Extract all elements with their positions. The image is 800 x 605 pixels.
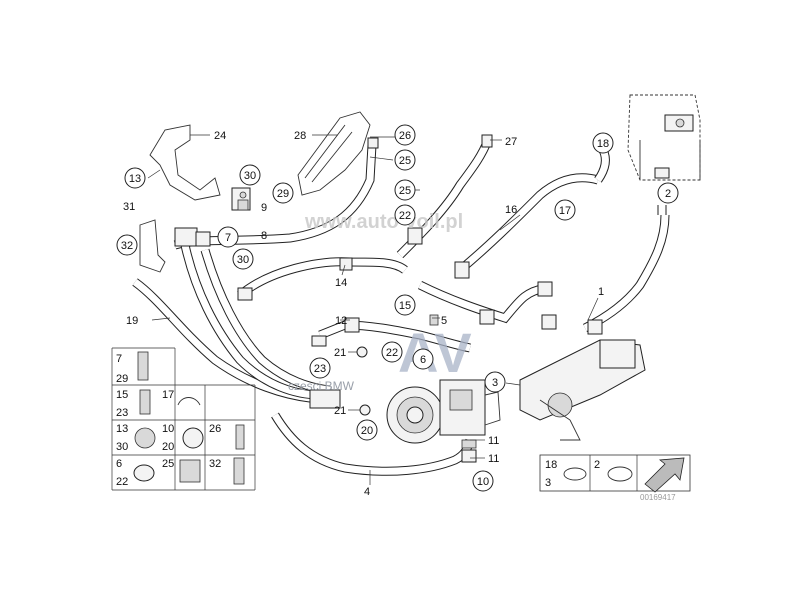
legend-25: 25	[162, 458, 174, 470]
hardware-legend: 7 29 15 23 17 13 30 10 20 26 6 22 25 32	[111, 347, 256, 491]
svg-text:30: 30	[244, 170, 256, 182]
legend-22: 22	[116, 476, 128, 488]
label-14: 14	[335, 277, 347, 289]
watermark-small-text: czesci BMW	[288, 379, 355, 393]
svg-text:22: 22	[399, 210, 411, 222]
watermark: www.auto-voil.pl AV czesci BMW	[288, 211, 472, 393]
watermark-site-text: www.auto-voil.pl	[304, 211, 463, 233]
label-11-upper: 11	[488, 435, 499, 447]
legend-17: 17	[162, 389, 174, 401]
bracket-24	[149, 124, 221, 201]
legend-32: 32	[209, 458, 221, 470]
watermark-logo: AV	[398, 321, 472, 384]
callout-10: 10	[472, 470, 494, 492]
label-16: 16	[505, 204, 517, 216]
callout-6: 6	[412, 348, 434, 370]
legend-6: 6	[116, 458, 122, 470]
callout-18: 18	[592, 132, 614, 154]
callout-17: 17	[554, 199, 576, 221]
legend-20: 20	[162, 441, 174, 453]
callout-30-mid: 30	[232, 248, 254, 270]
svg-text:2: 2	[665, 188, 671, 200]
callout-23: 23	[309, 357, 331, 379]
callout-32: 32	[116, 234, 138, 256]
callout-3: 3	[484, 371, 506, 393]
legend-15: 15	[116, 389, 128, 401]
legend-7: 7	[116, 353, 122, 365]
label-12: 12	[335, 315, 347, 327]
legend-10: 10	[162, 423, 174, 435]
label-11-lower: 11	[488, 453, 499, 465]
image-number: 00169417	[640, 493, 676, 502]
svg-text:15: 15	[399, 300, 411, 312]
reservoir	[627, 94, 701, 181]
power-steering-pump	[386, 379, 501, 444]
svg-text:29: 29	[277, 188, 289, 200]
svg-text:13: 13	[129, 173, 141, 185]
direction-arrow-icon	[644, 457, 685, 493]
callout-20: 20	[356, 419, 378, 441]
svg-text:17: 17	[559, 205, 571, 217]
legend-29: 29	[116, 373, 128, 385]
label-21-lower: 21	[334, 405, 346, 417]
callout-15: 15	[394, 294, 416, 316]
inset-3: 3	[545, 477, 551, 489]
legend-30: 30	[116, 441, 128, 453]
callout-25-top: 25	[394, 149, 416, 171]
callout-29: 29	[272, 182, 294, 204]
callout-22-top: 22	[394, 204, 416, 226]
svg-text:25: 25	[399, 155, 411, 167]
plain-labels: 24 28 27 16 31 9 8 14 19 12 5 21 21 11 1…	[123, 130, 604, 498]
inset-18: 18	[545, 459, 557, 471]
label-19: 19	[126, 315, 138, 327]
label-21-upper: 21	[334, 347, 346, 359]
callout-26: 26	[394, 124, 416, 146]
bracket-31	[139, 219, 166, 273]
svg-text:30: 30	[237, 254, 249, 266]
svg-text:23: 23	[314, 363, 326, 375]
svg-text:3: 3	[492, 377, 498, 389]
callout-30-top: 30	[239, 164, 261, 186]
label-31: 31	[123, 201, 135, 213]
label-24: 24	[214, 130, 226, 142]
callout-13: 13	[124, 167, 146, 189]
circled-callouts: 26 25 25 22 18 13 30 29 2 17 32 7 30 15 …	[116, 124, 679, 492]
callout-2: 2	[657, 182, 679, 204]
callout-22-mid: 22	[381, 341, 403, 363]
label-27: 27	[505, 136, 517, 148]
svg-text:25: 25	[399, 185, 411, 197]
svg-text:32: 32	[121, 240, 133, 252]
clamp-legend: 18 3 2 00169417	[539, 454, 691, 502]
fittings	[174, 134, 603, 463]
label-8: 8	[261, 230, 267, 242]
bracket-cluster	[231, 187, 251, 211]
steering-rack	[519, 339, 646, 441]
callout-25-mid: 25	[394, 179, 416, 201]
svg-text:10: 10	[477, 476, 489, 488]
svg-text:6: 6	[420, 354, 426, 366]
callout-7: 7	[217, 226, 239, 248]
legend-23: 23	[116, 407, 128, 419]
svg-text:22: 22	[386, 347, 398, 359]
label-5: 5	[441, 315, 447, 327]
svg-text:18: 18	[597, 138, 609, 150]
svg-text:7: 7	[225, 232, 231, 244]
label-9: 9	[261, 202, 267, 214]
heat-shield-28	[297, 111, 371, 196]
svg-text:20: 20	[361, 425, 373, 437]
inset-2: 2	[594, 459, 600, 471]
label-28: 28	[294, 130, 306, 142]
label-4: 4	[364, 486, 370, 498]
legend-13: 13	[116, 423, 128, 435]
label-1: 1	[598, 286, 604, 298]
legend-26: 26	[209, 423, 221, 435]
svg-text:26: 26	[399, 130, 411, 142]
